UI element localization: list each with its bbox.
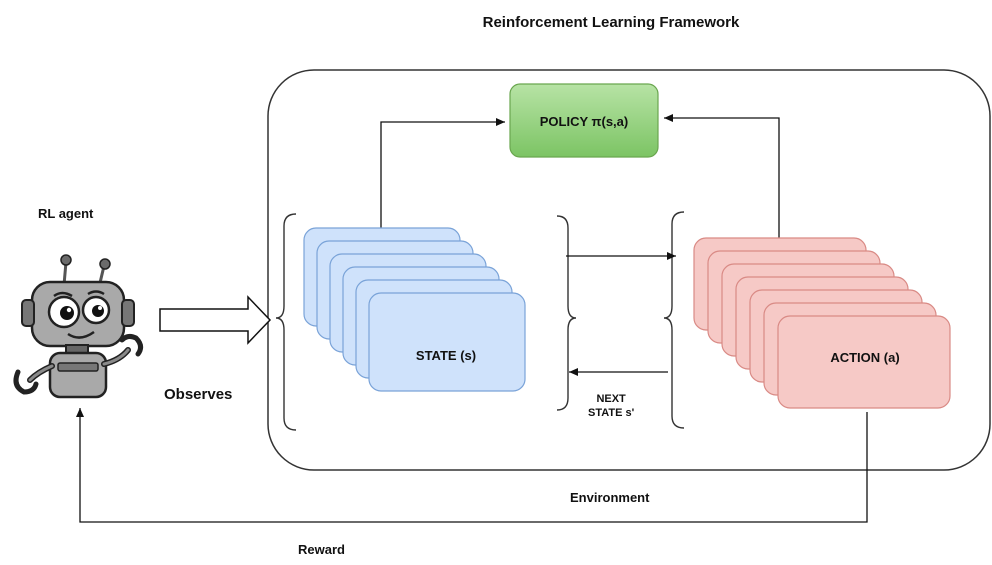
- state-stack: [303, 227, 526, 392]
- action-to-policy-arrow: [664, 114, 780, 240]
- observes-label: Observes: [164, 386, 233, 403]
- next-state-label: NEXT STATE s': [588, 392, 634, 420]
- next-state-line1: NEXT: [596, 393, 626, 405]
- action-card: [777, 315, 951, 409]
- environment-label: Environment: [570, 490, 650, 505]
- policy-label: POLICY π(s,a): [540, 114, 628, 129]
- state-card: [368, 292, 526, 392]
- action-left-bracket: [663, 211, 685, 429]
- environment-box: [267, 69, 991, 471]
- reward-feedback-arrow: [76, 408, 868, 523]
- state-left-bracket: [275, 213, 297, 431]
- next-state-line2: STATE s': [588, 407, 635, 419]
- rl-agent-label: RL agent: [38, 206, 94, 221]
- action-stack: [693, 237, 951, 409]
- reward-label: Reward: [298, 542, 345, 557]
- state-to-policy-arrow: [380, 118, 505, 230]
- state-label: STATE (s): [416, 348, 476, 363]
- diagram-title: Reinforcement Learning Framework: [482, 14, 740, 31]
- middle-right-bracket: [556, 215, 577, 411]
- observes-arrow: [159, 295, 272, 345]
- policy-box: [509, 83, 659, 158]
- robot-icon: [13, 254, 144, 399]
- action-label: ACTION (a): [830, 350, 899, 365]
